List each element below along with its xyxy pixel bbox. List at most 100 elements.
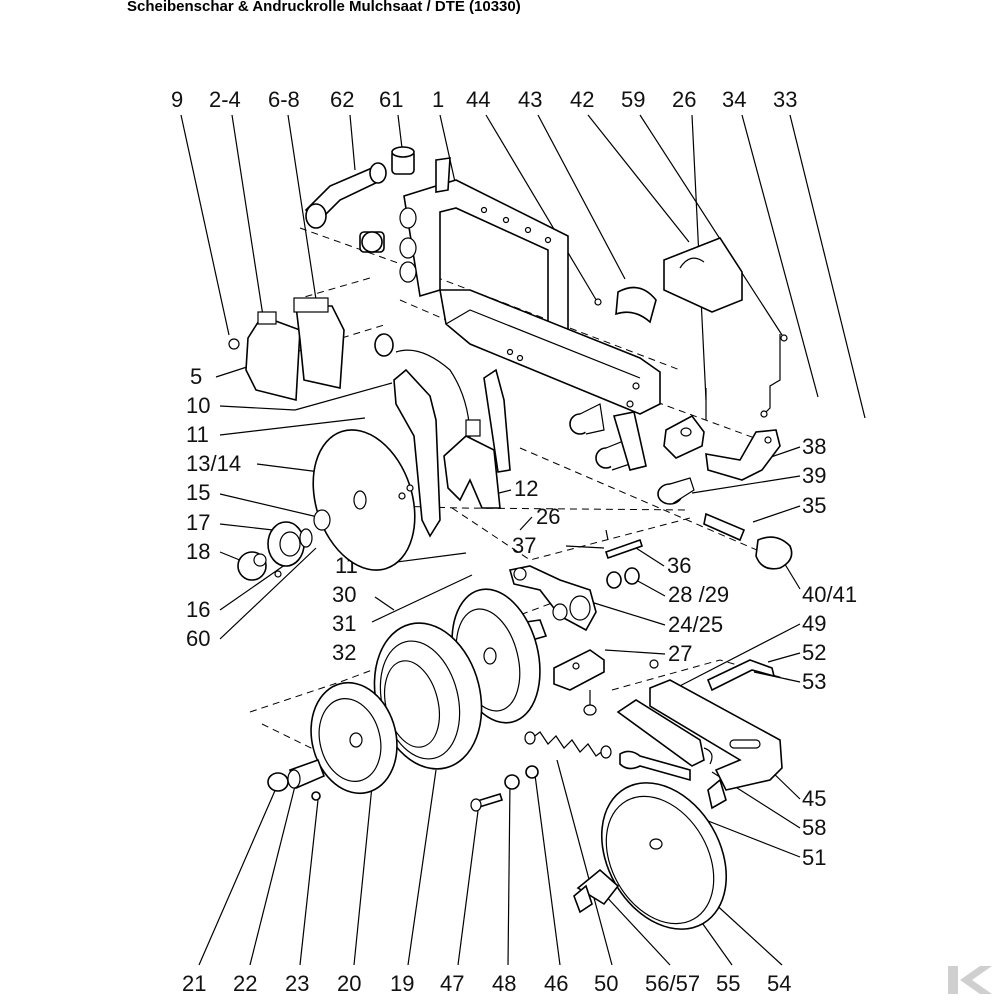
- washer-48: [504, 774, 520, 790]
- label-12[interactable]: 12: [514, 476, 538, 501]
- bolt-39: [657, 477, 695, 505]
- hub-56-57: [573, 868, 620, 914]
- bearing-22: [287, 758, 326, 790]
- cover-42: [663, 237, 743, 313]
- label-38[interactable]: 38: [802, 434, 826, 459]
- bushing-middle: [359, 231, 394, 357]
- label-62[interactable]: 62: [330, 87, 354, 112]
- label-11[interactable]: 11: [186, 422, 209, 447]
- label-44[interactable]: 44: [466, 87, 490, 112]
- tyre-19: [373, 622, 483, 770]
- label-22[interactable]: 22: [233, 971, 257, 996]
- label-42[interactable]: 42: [570, 87, 594, 112]
- label-21[interactable]: 21: [182, 971, 206, 996]
- shield-6-8: [293, 297, 345, 389]
- right-callout-labels: 38 39 35 36 28 /29 40/41 24/25 49 27 52 …: [667, 434, 857, 870]
- label-15[interactable]: 15: [186, 480, 210, 505]
- label-48[interactable]: 48: [492, 971, 516, 996]
- label-43[interactable]: 43: [518, 87, 542, 112]
- shield-5: [228, 311, 301, 402]
- screw-23: [311, 791, 321, 801]
- segment-plate-43: [594, 286, 657, 324]
- label-53[interactable]: 53: [802, 669, 826, 694]
- disc-13-14: [312, 429, 416, 571]
- arm-38: [705, 429, 781, 481]
- label-60[interactable]: 60: [186, 626, 210, 651]
- spring-50: [524, 731, 612, 759]
- arm-24-25: [508, 565, 597, 641]
- k-logo-icon: [948, 966, 992, 994]
- label-45[interactable]: 45: [802, 786, 826, 811]
- label-49[interactable]: 49: [802, 611, 826, 636]
- bushing-62: [304, 162, 387, 229]
- label-40-41[interactable]: 40/41: [802, 582, 857, 607]
- label-33[interactable]: 33: [773, 87, 797, 112]
- label-28-29[interactable]: 28 /29: [668, 582, 729, 607]
- arm-49-45: [616, 659, 783, 810]
- label-2-4[interactable]: 2-4: [209, 87, 241, 112]
- label-52[interactable]: 52: [802, 640, 826, 665]
- holder-12: [443, 368, 511, 509]
- label-56-57[interactable]: 56/57: [645, 971, 700, 996]
- bracket-34: [663, 388, 707, 459]
- label-10[interactable]: 10: [186, 393, 210, 418]
- label-6-8[interactable]: 6-8: [268, 87, 300, 112]
- label-26b[interactable]: 26: [536, 504, 560, 529]
- label-23[interactable]: 23: [285, 971, 309, 996]
- bushing-61: [391, 146, 415, 175]
- bottom-callout-labels: 21 22 23 20 19 47 48 46 50 56/57 55 54: [182, 971, 791, 996]
- label-58[interactable]: 58: [802, 815, 826, 840]
- top-callout-labels: 9 2-4 6-8 62 61 1 44 43 42 59 26 34 33: [171, 87, 797, 112]
- rim-20: [310, 681, 398, 795]
- label-36[interactable]: 36: [667, 553, 691, 578]
- label-20[interactable]: 20: [337, 971, 361, 996]
- washers-28-29: [606, 567, 640, 589]
- press-wheel-51: [600, 782, 728, 930]
- label-47[interactable]: 47: [440, 971, 464, 996]
- label-17[interactable]: 17: [186, 510, 210, 535]
- label-19[interactable]: 19: [390, 971, 414, 996]
- bracket-27: [553, 649, 605, 716]
- nut-21: [267, 772, 289, 792]
- pin-36: [604, 529, 644, 560]
- label-55[interactable]: 55: [716, 971, 740, 996]
- leader-lines: [180, 114, 866, 966]
- shaft-35: [703, 512, 793, 570]
- label-32[interactable]: 32: [332, 640, 356, 665]
- label-9[interactable]: 9: [171, 87, 183, 112]
- label-39[interactable]: 39: [802, 463, 826, 488]
- label-54[interactable]: 54: [767, 971, 791, 996]
- label-37[interactable]: 37: [512, 533, 536, 558]
- label-61[interactable]: 61: [379, 87, 403, 112]
- label-46[interactable]: 46: [544, 971, 568, 996]
- label-31[interactable]: 31: [332, 611, 356, 636]
- hub-17: [267, 509, 331, 567]
- clip-52-53: [706, 659, 776, 692]
- label-5[interactable]: 5: [190, 364, 202, 389]
- frame-pins: [569, 403, 647, 471]
- middle-callout-labels: 12 26 37 11 30 31 32: [332, 476, 560, 665]
- cap-18: [237, 551, 282, 581]
- label-30[interactable]: 30: [332, 582, 356, 607]
- label-24-25[interactable]: 24/25: [668, 612, 723, 637]
- label-35[interactable]: 35: [802, 493, 826, 518]
- label-59[interactable]: 59: [621, 87, 645, 112]
- label-50[interactable]: 50: [594, 971, 618, 996]
- scraper-10: [393, 349, 471, 538]
- label-16[interactable]: 16: [186, 597, 210, 622]
- label-34[interactable]: 34: [722, 87, 746, 112]
- frame-1: [399, 157, 661, 415]
- rod-58: [619, 747, 713, 782]
- nut-46: [525, 765, 539, 779]
- spring-plate-59: [760, 334, 788, 418]
- label-51[interactable]: 51: [802, 845, 826, 870]
- page-title: Scheibenschar & Andruckrolle Mulchsaat /…: [127, 0, 521, 15]
- label-13-14[interactable]: 13/14: [186, 451, 241, 476]
- left-callout-labels: 5 10 11 13/14 15 17 18 16 60: [186, 364, 241, 651]
- label-1[interactable]: 1: [432, 87, 444, 112]
- label-26[interactable]: 26: [672, 87, 696, 112]
- bolt-47: [470, 793, 504, 812]
- label-18[interactable]: 18: [186, 539, 210, 564]
- label-27[interactable]: 27: [668, 641, 692, 666]
